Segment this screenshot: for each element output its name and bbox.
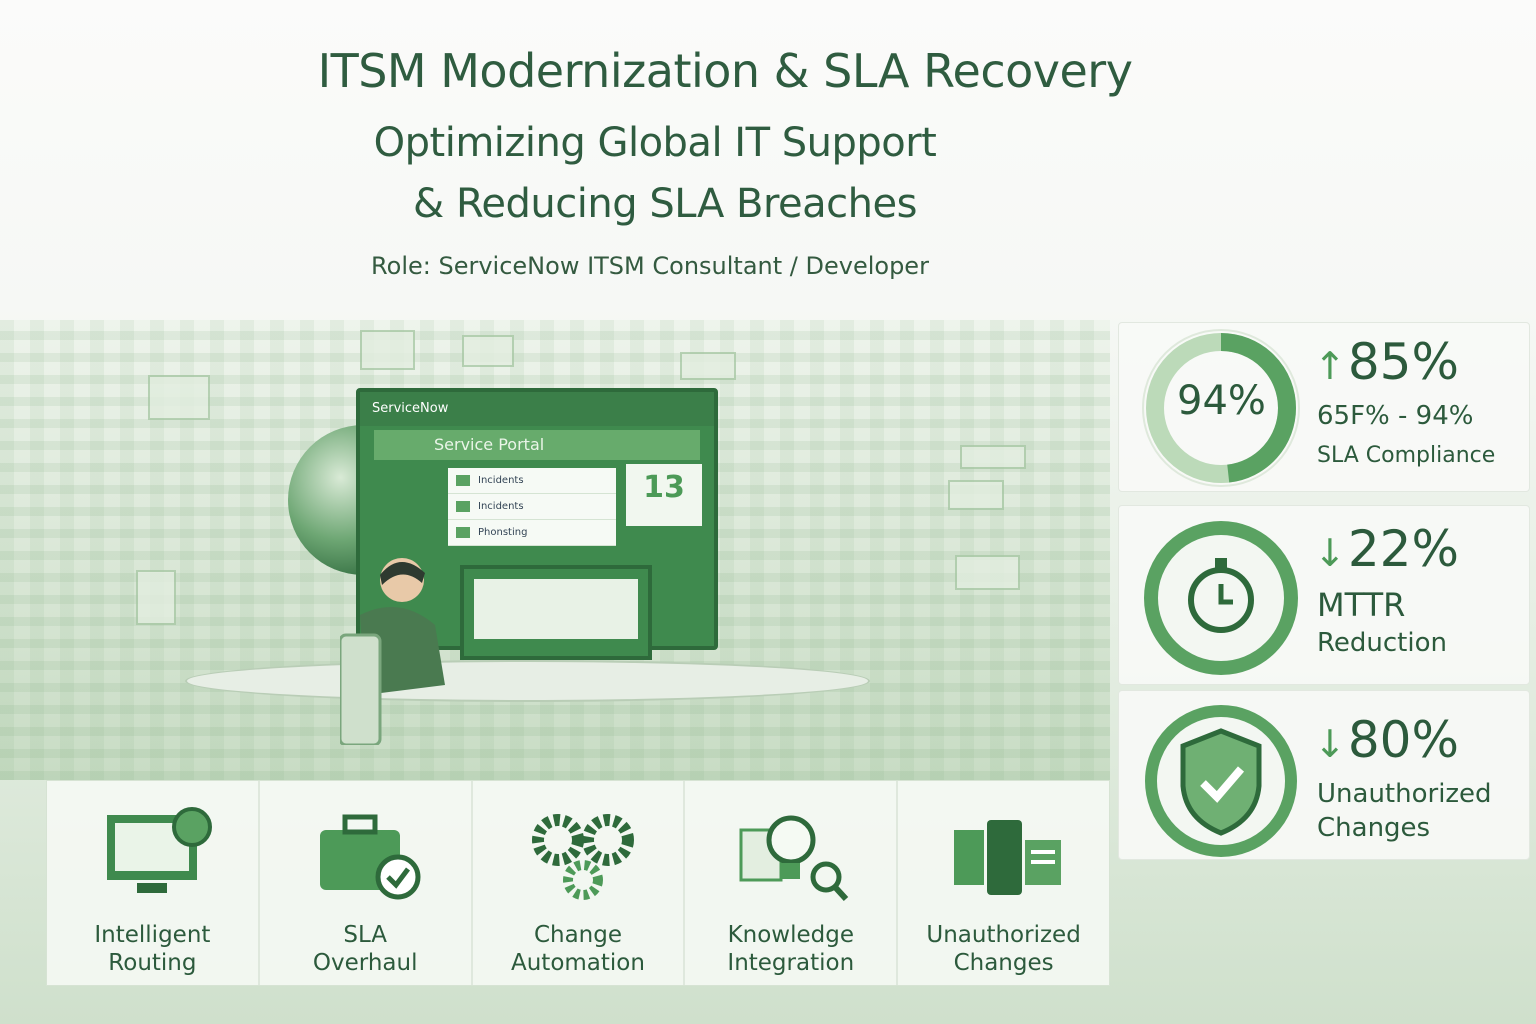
metric-value: 85%	[1347, 333, 1459, 391]
donut-chart-icon	[1142, 329, 1300, 487]
metric-label-line2: Changes	[1317, 813, 1431, 843]
list-item: Incidents	[448, 494, 616, 520]
servicenow-logo: ServiceNow	[372, 401, 449, 416]
servicenow-monitor: ServiceNow Service Portal Incidents Inci…	[356, 388, 718, 650]
arrow-down-icon: ↓	[1314, 531, 1346, 575]
subtitle-line-1: Optimizing Global IT Support	[373, 120, 937, 166]
routing-monitor-icon	[107, 807, 213, 893]
ring-value: 94%	[1177, 378, 1266, 424]
metric-value: 22%	[1347, 520, 1459, 578]
page-title: ITSM Modernization & SLA Recovery	[317, 44, 1133, 98]
metric-label-line1: MTTR	[1317, 586, 1406, 624]
lightbulb-search-icon	[739, 815, 848, 902]
incident-list: Incidents Incidents Phonsting	[448, 468, 616, 546]
desk	[185, 660, 870, 702]
role-text: Role: ServiceNow ITSM Consultant / Devel…	[371, 252, 929, 280]
briefcase-check-icon	[320, 814, 421, 900]
servers-icon	[953, 820, 1061, 895]
consultant-figure	[340, 558, 445, 745]
arrow-up-icon: ↑	[1314, 344, 1346, 388]
metric-card-mttr: ↓22% MTTR Reduction	[1118, 505, 1530, 685]
gears-icon	[531, 814, 634, 900]
list-item: Phonsting	[448, 520, 616, 546]
stopwatch-icon	[1144, 521, 1298, 675]
metric-card-sla: 94% ↑85% 65F% - 94% SLA Compliance	[1118, 322, 1530, 492]
secondary-monitor	[460, 565, 652, 660]
service-portal-header: Service Portal	[374, 430, 700, 460]
metric-range: 65F% - 94%	[1317, 401, 1474, 431]
subtitle-line-2: & Reducing SLA Breaches	[413, 181, 917, 227]
metric-label-line1: Unauthorized	[1317, 779, 1492, 809]
metric-card-changes: ↓80% Unauthorized Changes	[1118, 690, 1530, 860]
metric-value: 80%	[1347, 711, 1459, 769]
metric-label: SLA Compliance	[1317, 443, 1496, 468]
incident-count: 13	[626, 464, 702, 526]
shield-check-icon	[1145, 705, 1297, 857]
arrow-down-icon: ↓	[1314, 722, 1346, 766]
list-item: Incidents	[448, 468, 616, 494]
metric-label-line2: Reduction	[1317, 628, 1447, 658]
